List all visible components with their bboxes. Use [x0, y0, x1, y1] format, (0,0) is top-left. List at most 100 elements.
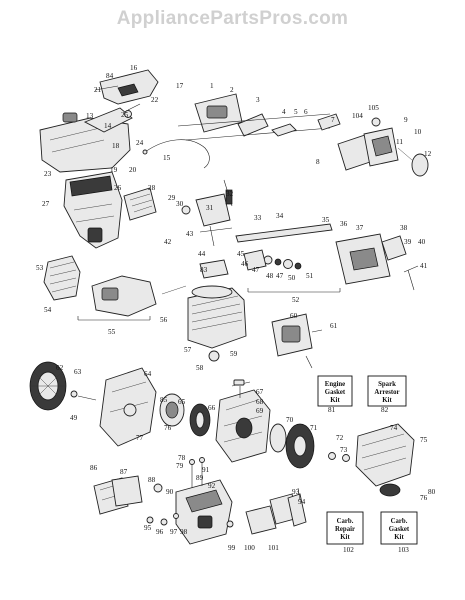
- callout-94: 94: [298, 498, 306, 506]
- callout-18: 18: [112, 142, 120, 150]
- callout-101: 101: [268, 544, 279, 552]
- kit-label: Gasket: [389, 526, 410, 533]
- clutch-drum-assembly: [337, 117, 429, 177]
- starter-pulley: [269, 423, 350, 469]
- callout-87: 87: [120, 468, 128, 476]
- starter-housing: [355, 423, 415, 497]
- spark-arrestor-kit-box: Spark Arrestor Kit: [367, 375, 407, 407]
- callout-76: 76: [164, 424, 172, 432]
- callout-labels: 16 84 17 21 22 1 2 3 13 25 14 4 5 6 104 …: [36, 64, 436, 554]
- kit-label: Kit: [340, 534, 350, 541]
- callout-48: 48: [266, 272, 274, 280]
- kit-label: Kit: [382, 397, 392, 404]
- callout-64: 64: [144, 370, 152, 378]
- callout-60: 60: [290, 312, 298, 320]
- spark-arrestor-screen: [43, 255, 81, 301]
- callout-96: 96: [156, 528, 164, 536]
- callout-81: 81: [328, 406, 336, 414]
- upper-housing: [177, 93, 341, 141]
- callout-15: 15: [163, 154, 171, 162]
- callout-97: 97: [170, 528, 178, 536]
- callout-7: 7: [331, 116, 335, 124]
- callout-45: 45: [237, 250, 245, 258]
- flywheel: [29, 361, 97, 411]
- muffler: [77, 275, 187, 321]
- callout-44: 44: [198, 250, 206, 258]
- callout-30: 30: [176, 200, 184, 208]
- callout-42: 42: [164, 238, 172, 246]
- callout-11: 11: [396, 138, 403, 146]
- callout-103: 103: [398, 546, 409, 554]
- callout-89: 89: [196, 474, 204, 482]
- ignition-coil: [271, 313, 323, 369]
- callout-8: 8: [316, 158, 320, 166]
- callout-62: 62: [56, 364, 64, 372]
- callout-28: 28: [148, 184, 156, 192]
- cylinder: [187, 259, 247, 362]
- crankshaft: [235, 223, 333, 271]
- callout-63: 63: [74, 368, 82, 376]
- callout-29: 29: [168, 194, 176, 202]
- watermark: AppliancePartsPros.com: [116, 8, 349, 29]
- callout-68: 68: [256, 398, 264, 406]
- callout-40: 40: [418, 238, 426, 246]
- callout-74: 74: [390, 424, 398, 432]
- callout-104: 104: [352, 112, 363, 120]
- callout-100: 100: [244, 544, 255, 552]
- callout-52: 52: [292, 296, 300, 304]
- callout-3: 3: [256, 96, 260, 104]
- callout-34: 34: [276, 212, 284, 220]
- callout-59: 59: [230, 350, 238, 358]
- callout-23: 23: [44, 170, 52, 178]
- callout-85: 85: [160, 396, 168, 404]
- fan-housing: [215, 379, 271, 463]
- callout-24: 24: [136, 139, 144, 147]
- callout-65: 65: [178, 398, 186, 406]
- callout-2: 2: [230, 86, 234, 94]
- callout-72: 72: [336, 434, 344, 442]
- callout-54: 54: [44, 306, 52, 314]
- throttle-cable: [142, 139, 210, 169]
- callout-105: 105: [368, 104, 379, 112]
- kit-label: Spark: [378, 381, 396, 388]
- callout-46: 46: [241, 260, 249, 268]
- callout-53: 53: [36, 264, 44, 272]
- carburetor-small-parts: [146, 487, 307, 535]
- callout-20: 20: [129, 166, 137, 174]
- callout-91: 91: [202, 466, 210, 474]
- callout-66: 66: [208, 404, 216, 412]
- kit-label: Carb.: [391, 518, 408, 525]
- callout-39: 39: [404, 238, 412, 246]
- callout-13: 13: [86, 112, 94, 120]
- callout-17: 17: [176, 82, 184, 90]
- callout-27: 27: [42, 200, 50, 208]
- callout-19: 19: [110, 166, 118, 174]
- air-cleaner-cover: [63, 171, 123, 249]
- callout-98: 98: [180, 528, 188, 536]
- callout-5: 5: [294, 108, 298, 116]
- callout-37: 37: [356, 224, 364, 232]
- clutch-shoes: [159, 393, 211, 437]
- callout-79: 79: [176, 462, 184, 470]
- callout-1: 1: [210, 82, 214, 90]
- piston-assembly: [181, 179, 233, 247]
- callout-86: 86: [90, 464, 98, 472]
- callout-67: 67: [256, 388, 264, 396]
- callout-21: 21: [94, 86, 102, 94]
- crankcase-half: [99, 367, 157, 447]
- callout-71: 71: [310, 424, 318, 432]
- callout-31: 31: [206, 204, 214, 212]
- callout-61: 61: [330, 322, 338, 330]
- callout-22: 22: [151, 96, 159, 104]
- callout-80: 80: [428, 488, 436, 496]
- callout-92: 92: [208, 482, 216, 490]
- callout-47b: 47: [276, 272, 284, 280]
- callout-9: 9: [404, 116, 408, 124]
- callout-32: 32: [226, 190, 234, 198]
- callout-35: 35: [322, 216, 330, 224]
- callout-10: 10: [414, 128, 422, 136]
- callout-88: 88: [148, 476, 156, 484]
- callout-75: 75: [420, 436, 428, 444]
- callout-90: 90: [166, 488, 174, 496]
- callout-26: 26: [114, 184, 122, 192]
